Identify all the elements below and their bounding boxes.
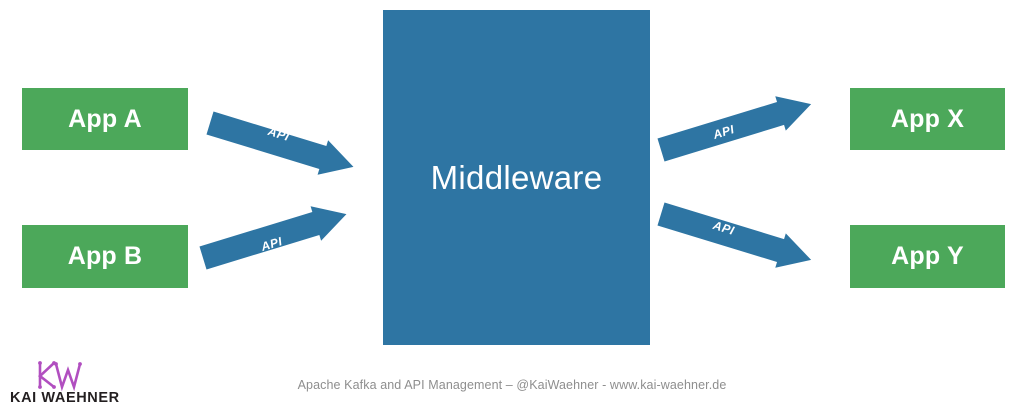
kai-waehner-logo: KAI WAEHNER [8, 357, 138, 405]
logo-monogram-icon [38, 361, 82, 392]
app-box-label: App Y [891, 242, 964, 270]
arrow-label-api: API [259, 234, 285, 254]
app-box-app-b: App B [22, 225, 188, 288]
app-box-app-a: App A [22, 88, 188, 150]
app-box-app-x: App X [850, 88, 1005, 150]
logo-wordmark: KAI WAEHNER [10, 390, 120, 405]
arrow-label-api: API [711, 122, 737, 142]
app-box-app-y: App Y [850, 225, 1005, 288]
arrow-app-a-to-middleware: API [206, 105, 385, 180]
middleware-box: Middleware [383, 10, 650, 345]
arrow-app-b-to-middleware: API [199, 196, 383, 276]
arrow-middleware-to-app-y: API [657, 196, 836, 276]
app-box-label: App B [67, 242, 143, 270]
footer-credit: Apache Kafka and API Management – @KaiWa… [297, 378, 727, 392]
middleware-label: Middleware [430, 158, 603, 196]
app-box-label: App A [68, 104, 142, 133]
arrow-label-api: API [266, 124, 292, 144]
arrow-label-api: API [711, 218, 737, 238]
app-box-label: App X [890, 104, 965, 133]
arrow-middleware-to-app-x: API [657, 92, 836, 167]
